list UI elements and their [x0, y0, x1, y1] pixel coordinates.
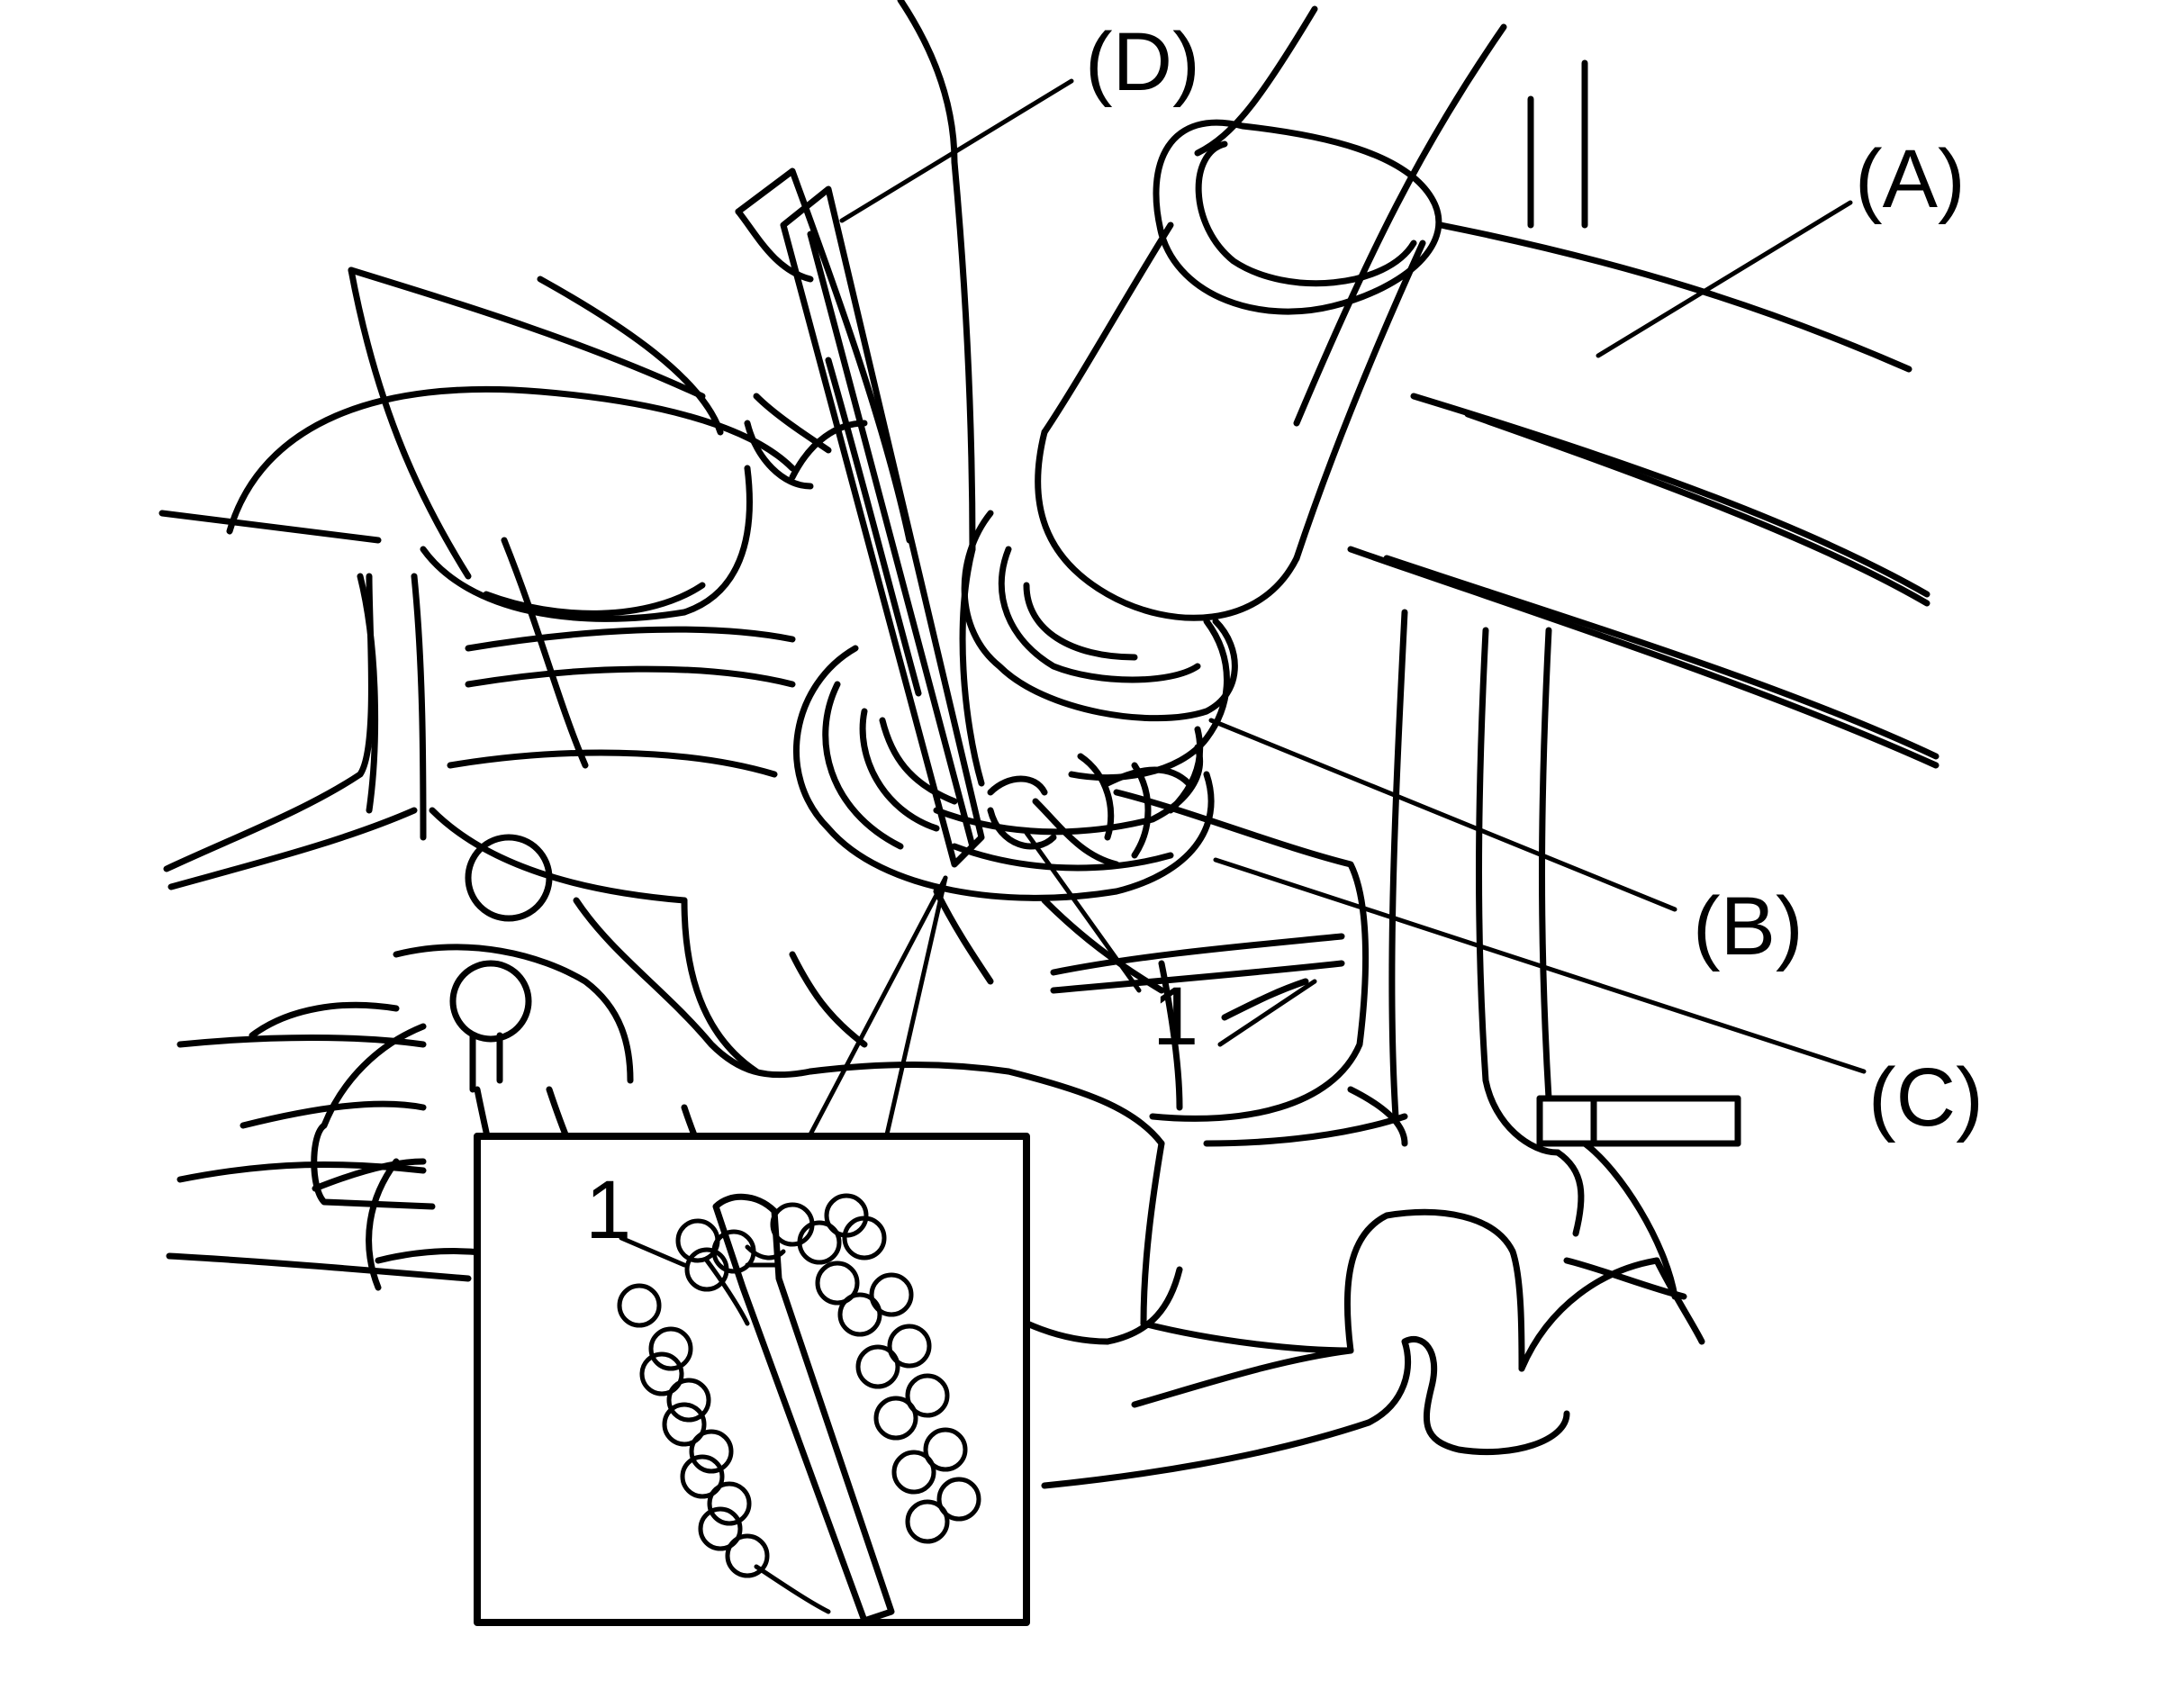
leader-line-1 — [1024, 830, 1142, 993]
label-d: (D) — [1085, 16, 1200, 108]
zoom-line-right — [884, 875, 948, 1137]
rear-housing — [1041, 609, 1741, 1489]
arm-a — [1194, 5, 1939, 769]
label-a: (A) — [1855, 133, 1966, 225]
leader-line-c — [1213, 857, 1867, 1074]
leader-line-1-right — [1217, 979, 1317, 1047]
leader-line-a — [1596, 200, 1853, 358]
cylinder-shaft — [961, 119, 1442, 814]
leader-line-d — [839, 78, 1074, 223]
tool-d — [735, 0, 985, 868]
upper-left-boss — [348, 267, 832, 622]
inset-leader-1 — [619, 1235, 687, 1268]
leader-lines — [808, 78, 1867, 1137]
label-item-1-main: 1 — [1153, 971, 1198, 1062]
callout-labels: (D) (A) (B) (C) 1 1 — [585, 16, 1984, 1256]
leader-line-b — [1208, 718, 1677, 912]
inset-tool-tip — [712, 1193, 895, 1624]
inset-frame — [474, 1133, 1030, 1626]
zoom-line-left — [808, 875, 948, 1137]
spring-assembly — [789, 645, 1215, 1048]
inset-detail — [474, 1133, 1030, 1626]
label-item-1-inset: 1 — [585, 1164, 631, 1256]
label-c: (C) — [1868, 1052, 1984, 1143]
label-b: (B) — [1693, 881, 1804, 972]
